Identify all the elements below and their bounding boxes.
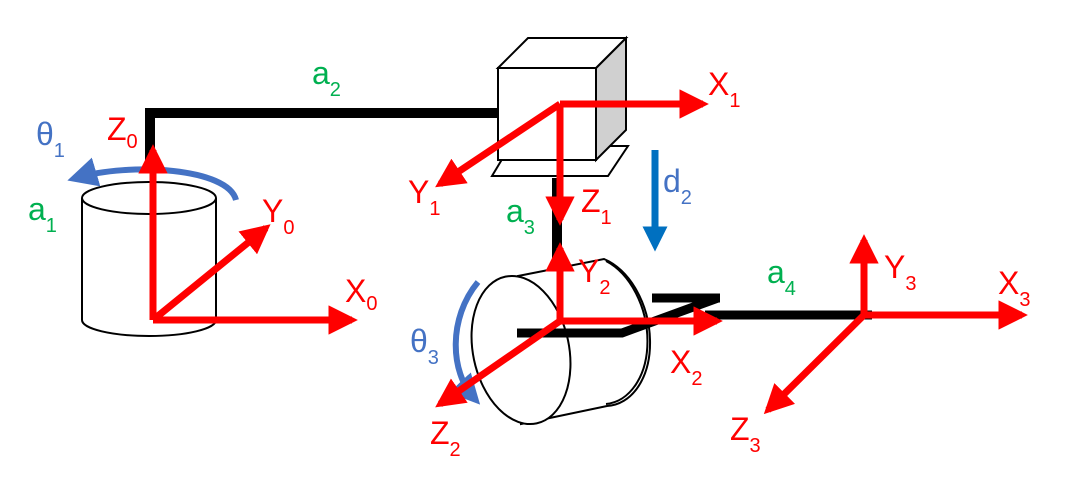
frame-0-axes [138,144,358,335]
y0-axis [150,224,271,323]
axis-labels: Z0 Y0 X0 X1 Y1 Z1 Y2 X2 Z2 Y3 X3 Z3 [107,66,1030,461]
label-x2: X2 [670,344,702,390]
link-length-labels: a1 a2 a3 a4 [28,55,796,300]
label-y1: Y1 [408,174,440,220]
label-y2: Y2 [578,253,610,299]
link-a4 [517,293,720,338]
label-x0: X0 [345,273,377,315]
link-a1-a2 [145,108,500,165]
label-x1: X1 [708,66,740,112]
frame-1-axes [435,89,709,226]
frame-2-axes [435,242,723,408]
joint3-cylinder [470,257,652,426]
label-x3: X3 [998,265,1030,311]
links-lower [517,293,872,338]
label-a3: a3 [506,193,535,239]
label-z3: Z3 [730,411,761,457]
label-a1: a1 [28,191,57,237]
joint-variable-labels: θ1 d2 θ3 [36,116,692,369]
z2-axis [435,318,562,408]
label-theta1: θ1 [36,116,65,162]
label-z0: Z0 [107,111,138,153]
label-y0: Y0 [262,193,294,239]
label-d2: d2 [663,163,692,209]
label-y3: Y3 [884,249,916,295]
label-z2: Z2 [430,415,461,461]
base-cylinder [81,181,217,337]
z3-axis [763,312,867,415]
label-z1: Z1 [581,183,612,229]
y1-axis [435,101,562,188]
label-a2: a2 [312,55,341,101]
label-theta3: θ3 [410,323,439,369]
frame-3-axes [763,234,1028,415]
theta1-rotation-arrow [67,157,239,202]
label-a4: a4 [767,254,796,300]
